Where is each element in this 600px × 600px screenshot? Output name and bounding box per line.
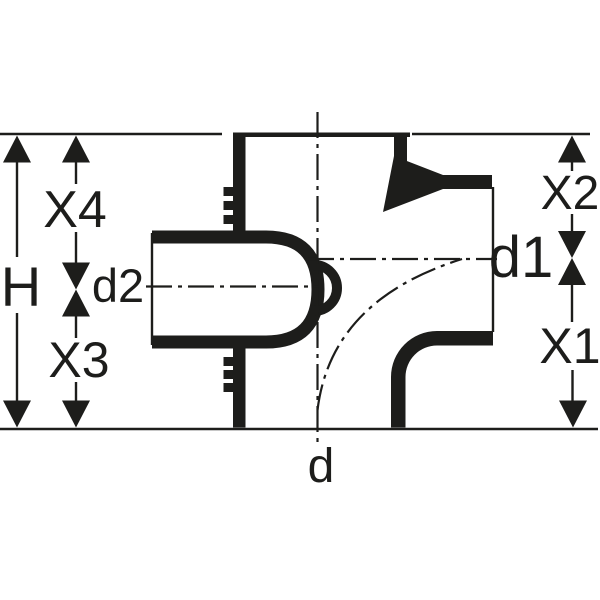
arrowheads — [3, 135, 587, 428]
arrowhead-up-d1 — [558, 258, 586, 285]
swept-branch-centerline — [316, 257, 463, 411]
rib — [223, 383, 234, 392]
extension-lines — [0, 132, 598, 431]
label-h: H — [1, 255, 41, 318]
body-left-wall-upper — [233, 132, 246, 232]
arrowhead-up-x4-top — [62, 135, 90, 163]
rib — [223, 370, 234, 379]
label-x1: X1 — [539, 318, 600, 374]
label-d2: d2 — [92, 259, 144, 312]
dimension-lines — [15, 161, 574, 402]
left-wall-ribs — [223, 187, 234, 392]
centerlines — [146, 112, 497, 447]
left-socket-bulge — [313, 260, 342, 316]
arrowhead-down-x1 — [559, 400, 587, 428]
body-left-wall-lower — [233, 347, 246, 428]
label-x4: X4 — [43, 181, 107, 239]
rib — [223, 215, 234, 224]
rib — [223, 187, 234, 196]
right-branch-upper-wall — [383, 156, 492, 212]
arrowhead-down-h-bottom — [3, 400, 31, 428]
label-x3: X3 — [48, 332, 109, 388]
arrowhead-up-d2 — [62, 289, 90, 317]
arrowhead-down-d2 — [62, 262, 90, 290]
arrowhead-down-x3 — [62, 400, 90, 428]
label-d: d — [308, 440, 335, 493]
body-right-wall-upper — [394, 132, 407, 165]
right-branch-lower-wall — [391, 331, 493, 428]
label-x2: X2 — [541, 167, 600, 220]
body-top-edge — [233, 132, 410, 137]
rib — [223, 201, 234, 210]
arrowhead-up-x2-top — [558, 135, 586, 163]
arrowhead-up-h-top — [3, 135, 31, 163]
label-d1: d1 — [489, 225, 554, 290]
arrowhead-down-d1 — [558, 231, 586, 258]
dimension-labels: H X4 X3 d2 X2 d1 X1 d — [1, 167, 600, 493]
rib — [223, 357, 234, 366]
